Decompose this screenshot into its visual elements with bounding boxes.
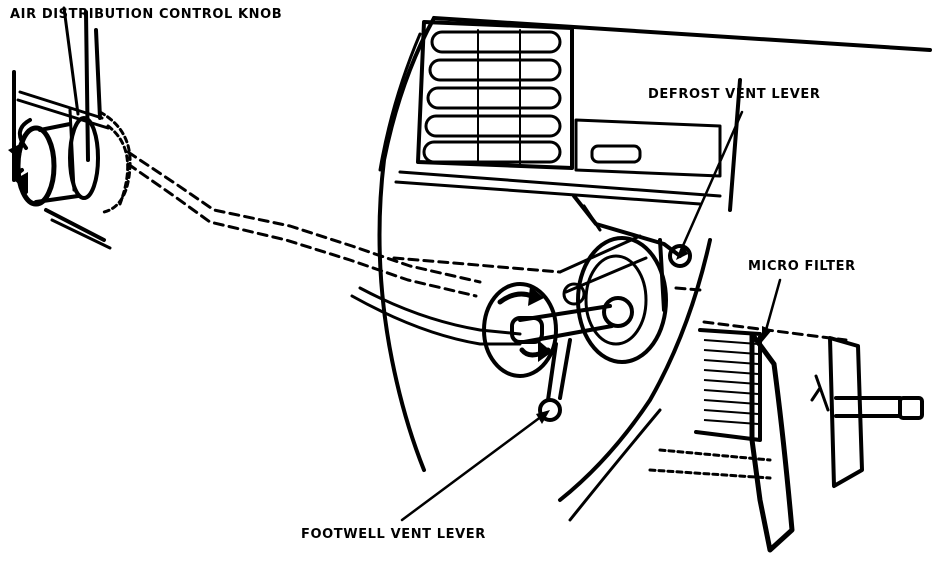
micro-filter-label: MICRO FILTER [748,259,856,274]
footwell-vent-lever-label: FOOTWELL VENT LEVER [301,527,486,542]
dashboard [377,16,932,522]
control-knob-detail [12,6,132,250]
air-vent-grille [416,20,574,170]
micro-filter [648,320,924,553]
control-cable [126,150,522,346]
lever-mechanism [392,194,702,422]
rotation-arrows-icon [8,118,32,194]
mechanism-arrows-icon [497,286,552,362]
leader-lines [400,110,782,522]
air-distribution-control-knob-label: AIR DISTRIBUTION CONTROL KNOB [10,7,283,22]
defrost-vent-lever-label: DEFROST VENT LEVER [648,87,821,102]
